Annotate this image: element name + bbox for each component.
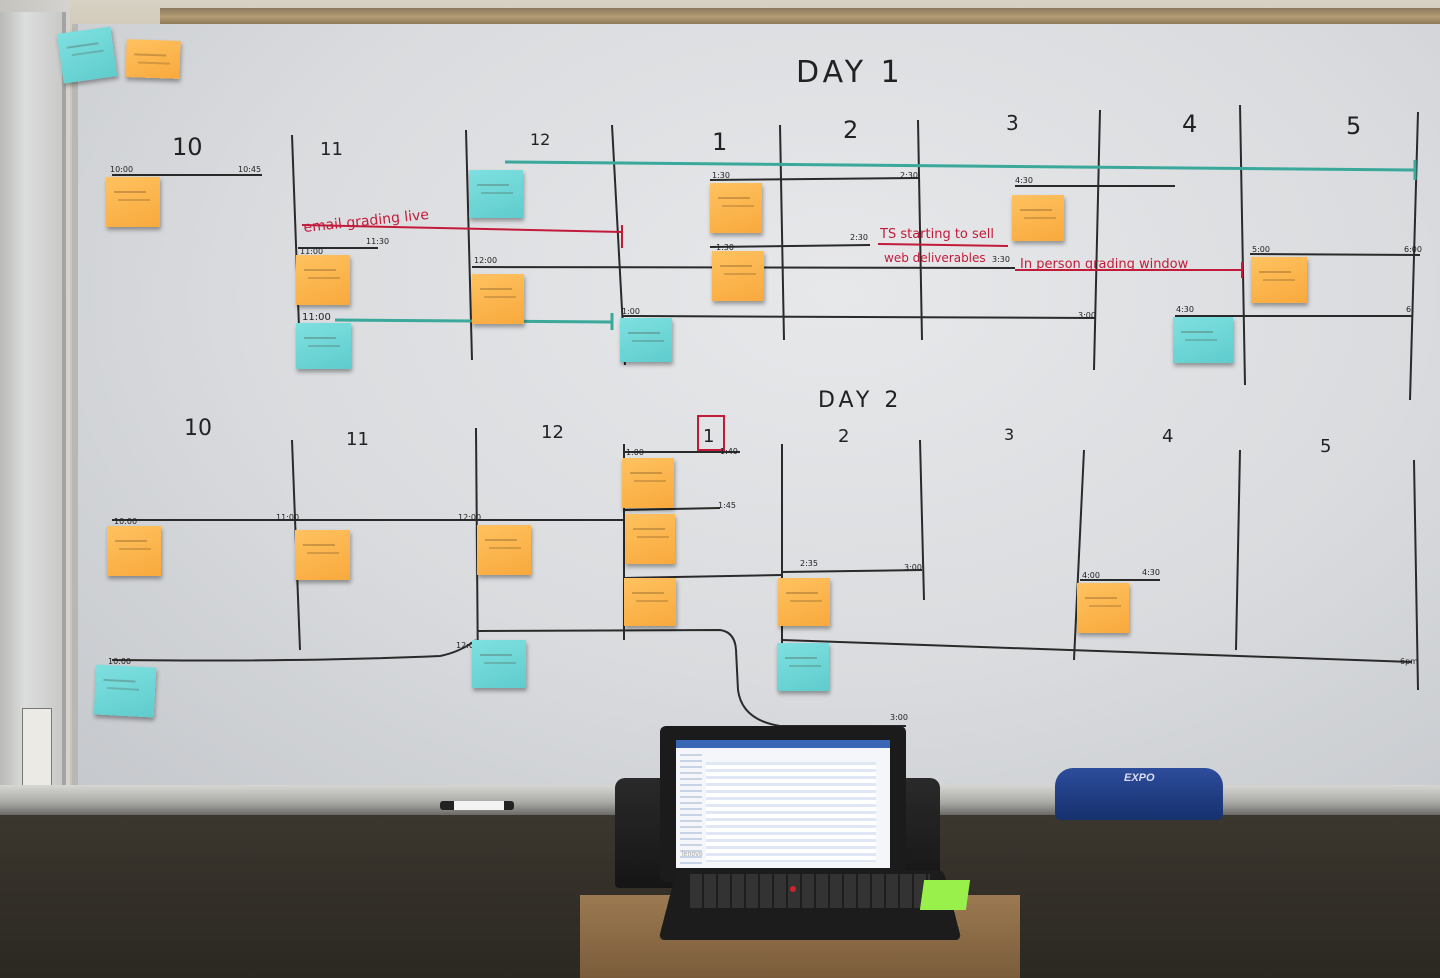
- sticky-note: [472, 640, 526, 688]
- sticky-note: [56, 26, 118, 84]
- adjacent-whiteboard: [0, 12, 66, 802]
- time-label: 2:35: [800, 559, 818, 568]
- sticky-note: [620, 318, 672, 362]
- display-sidebar: [680, 754, 702, 864]
- day1-hour: 3: [1006, 111, 1019, 135]
- time-label: 1:00: [622, 307, 640, 316]
- dry-erase-marker: [440, 801, 514, 810]
- sticky-note: [778, 578, 830, 626]
- time-label: 4:00: [1082, 571, 1100, 580]
- time-label: 6:00: [1404, 245, 1422, 254]
- sticky-note: [296, 255, 350, 305]
- day1-hour: 4: [1182, 110, 1197, 138]
- red-note-grading-window: In person grading window: [1020, 257, 1189, 272]
- sticky-note: [1012, 195, 1064, 241]
- display-table: [706, 762, 876, 862]
- time-label: 3:00: [904, 563, 922, 572]
- browser-bar: [676, 740, 890, 748]
- time-label: 10:00: [108, 657, 131, 666]
- time-label: 11:00: [302, 312, 331, 323]
- day1-hour: 5: [1346, 112, 1361, 140]
- time-label: 5:00: [1252, 245, 1270, 254]
- sticky-note: [710, 183, 762, 233]
- day2-hour: 10: [184, 416, 212, 441]
- trackpoint: [790, 886, 796, 892]
- time-label: 11:30: [366, 237, 389, 246]
- sticky-note: [472, 274, 524, 324]
- time-label: 10:45: [238, 165, 261, 174]
- time-label: 4:30: [1142, 568, 1160, 577]
- sticky-note: [622, 458, 674, 508]
- sticky-note: [106, 177, 160, 227]
- time-label: 3:00: [1078, 311, 1096, 320]
- sticky-note: [93, 664, 157, 718]
- day2-hour: 1: [703, 426, 714, 447]
- time-label: 6: [1406, 305, 1411, 314]
- day2-title: DAY 2: [818, 388, 902, 413]
- time-label: 1:49: [720, 447, 738, 456]
- day1-title: DAY 1: [796, 55, 904, 90]
- laptop-display: [676, 740, 890, 868]
- time-label: 11:00: [300, 247, 323, 256]
- day2-hour: 11: [346, 429, 369, 450]
- highlight-box: [697, 415, 725, 451]
- time-label: 1:30: [716, 243, 734, 252]
- sticky-note: [125, 39, 181, 79]
- time-label: 1:00: [626, 448, 644, 457]
- sticky-note: [295, 530, 350, 580]
- sticky-note: [777, 643, 829, 691]
- whiteboard-eraser: [1055, 768, 1223, 820]
- day2-hour: 12: [541, 422, 564, 443]
- day2-hour: 5: [1320, 436, 1331, 457]
- whiteboard: [72, 24, 1440, 794]
- day1-time-labels: 10:00 10:45 11:00 11:30 12:00 1:30 1:30 …: [110, 165, 1422, 323]
- day1-hour: 2: [843, 116, 858, 144]
- time-label: 12:00: [474, 256, 497, 265]
- time-label: 3:00: [890, 713, 908, 722]
- time-label: 12:00: [458, 513, 481, 522]
- day2-hour: 4: [1162, 426, 1173, 447]
- sticky-note: [1077, 583, 1129, 633]
- day1-hour: 1: [712, 128, 727, 156]
- eraser-brand: EXPO: [1124, 772, 1155, 784]
- time-label: 1:45: [718, 501, 736, 510]
- sticky-note: [107, 526, 161, 576]
- day1-hour: 10: [172, 133, 203, 161]
- sticky-note: [296, 323, 351, 369]
- day1-hour: 11: [320, 139, 343, 160]
- sticky-note: [712, 251, 764, 301]
- time-label: 1:30: [712, 171, 730, 180]
- sticky-note: [477, 525, 531, 575]
- day2-time-labels: 10:00 11:00 12:00 1:00 1:49 1:45 2:35 3:…: [108, 447, 1418, 722]
- day1-hours: 10 11 12 1 2 3 4 5: [172, 110, 1361, 161]
- time-label: 4:30: [1015, 176, 1033, 185]
- laptop-brand: lenovo: [682, 851, 703, 858]
- time-label: 2:30: [850, 233, 868, 242]
- sticky-note: [1173, 317, 1233, 363]
- day2-hour: 2: [838, 426, 849, 447]
- time-label: 10:00: [114, 517, 137, 526]
- time-label: 3:30: [992, 255, 1010, 264]
- red-note-ts-selling: TS starting to sell: [879, 227, 994, 242]
- time-label: 10:00: [110, 165, 133, 174]
- day2-hour: 3: [1004, 425, 1014, 444]
- sticky-note: [625, 514, 675, 564]
- day2-hours: 10 11 12 1 2 3 4 5: [184, 416, 1331, 457]
- day1-grid: [112, 104, 1421, 401]
- day1-hour: 12: [530, 130, 550, 149]
- day1-red-lines: [301, 224, 1243, 278]
- time-label: 2:30: [900, 171, 918, 180]
- sticky-note: [469, 170, 523, 218]
- time-label: 6pm: [1400, 657, 1418, 666]
- laptop-keyboard: [690, 874, 930, 908]
- red-note-email-grading: email grading live: [303, 207, 430, 236]
- time-label: 4:30: [1176, 305, 1194, 314]
- sticky-note: [624, 578, 676, 626]
- time-label: 12:00: [456, 641, 479, 650]
- sticky-note-green: [919, 880, 971, 910]
- red-note-web-deliverables: web deliverables: [884, 251, 986, 265]
- sticky-note: [1251, 257, 1307, 303]
- time-label: 11:00: [276, 513, 299, 522]
